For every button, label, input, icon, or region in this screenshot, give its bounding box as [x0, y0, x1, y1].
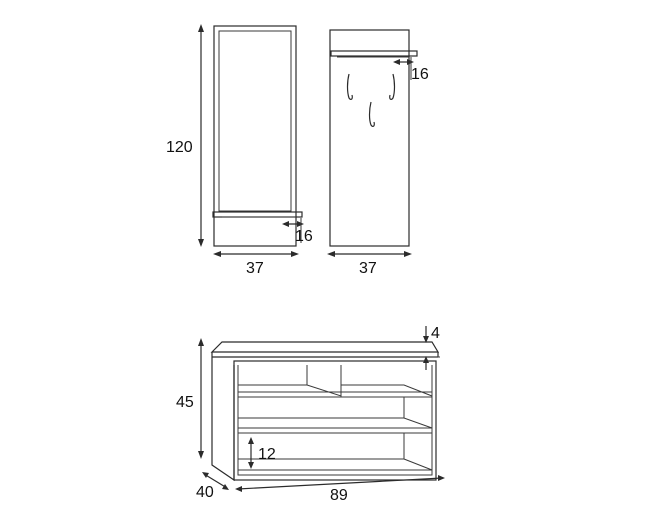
arrow-up-left-icon	[202, 472, 209, 478]
hanger-top-shelf	[330, 50, 418, 57]
mirror-height-label: 120	[166, 139, 193, 156]
dim-line	[203, 473, 228, 489]
arrow-left-icon	[282, 221, 289, 227]
arrow-left-icon	[235, 486, 242, 492]
shelf-back-line	[238, 417, 433, 429]
dim-line	[237, 477, 443, 490]
hanger-shelf-depth-dimension: 16	[393, 57, 429, 83]
arrow-down-icon	[198, 239, 204, 247]
mirror-outer-frame	[213, 25, 297, 247]
arrow-up-icon	[423, 356, 429, 363]
bench-cushion	[210, 341, 440, 353]
arrow-right-icon	[438, 475, 445, 481]
hook-icon	[346, 73, 353, 101]
hanger-width-dimension: 37	[327, 251, 412, 277]
arrow-down-icon	[248, 462, 254, 469]
bench-bottom-board	[237, 469, 433, 476]
arrow-down-icon	[423, 336, 429, 343]
hanger-width-label: 37	[359, 260, 377, 277]
mirror-glass	[218, 30, 292, 212]
bench-divider	[306, 365, 342, 397]
mirror-height-dimension: 120	[166, 24, 204, 247]
bench-height-label: 45	[176, 394, 194, 411]
bench-side-panel	[211, 357, 235, 482]
hanger-shelf-depth-label: 16	[411, 66, 429, 83]
arrow-up-icon	[198, 338, 204, 346]
arrow-left-icon	[327, 251, 335, 257]
mirror-shelf-depth-label: 16	[295, 228, 313, 245]
arrow-left-icon	[213, 251, 221, 257]
arrow-left-icon	[393, 59, 400, 65]
mirror-width-dimension: 37	[213, 251, 299, 277]
mirror-shelf-depth-dimension: 16	[282, 218, 313, 245]
bench-depth-dimension: 40	[196, 472, 229, 501]
bench-depth-label: 40	[196, 484, 214, 501]
arrow-up-icon	[198, 24, 204, 32]
hook-icon	[368, 101, 375, 128]
bench-front-frame	[233, 360, 437, 481]
arrow-right-icon	[291, 251, 299, 257]
bench-height-dimension: 45	[176, 338, 204, 459]
hook-icon	[389, 73, 396, 101]
mirror-width-label: 37	[246, 260, 264, 277]
arrow-down-icon	[198, 451, 204, 459]
bench-shelf-2	[237, 427, 433, 434]
bench-shelf-gap-dimension: 12	[248, 437, 276, 469]
mirror-panel	[212, 25, 303, 247]
bench-shelf-gap-label: 12	[258, 446, 276, 463]
bench-cushion-label: 4	[431, 325, 440, 342]
bench-shelf-1	[237, 391, 433, 398]
bench-width-dimension: 89	[235, 475, 445, 504]
bench-width-label: 89	[330, 487, 348, 504]
hanger-panel	[329, 29, 418, 247]
inner-back-edge	[403, 433, 433, 471]
bench-cushion-dimension: 4	[420, 325, 440, 370]
arrow-right-icon	[404, 251, 412, 257]
arrow-up-icon	[248, 437, 254, 444]
arrow-down-right-icon	[222, 484, 229, 490]
mirror-shelf	[212, 211, 303, 218]
hanger-board	[329, 29, 410, 247]
shoe-bench	[210, 341, 440, 482]
